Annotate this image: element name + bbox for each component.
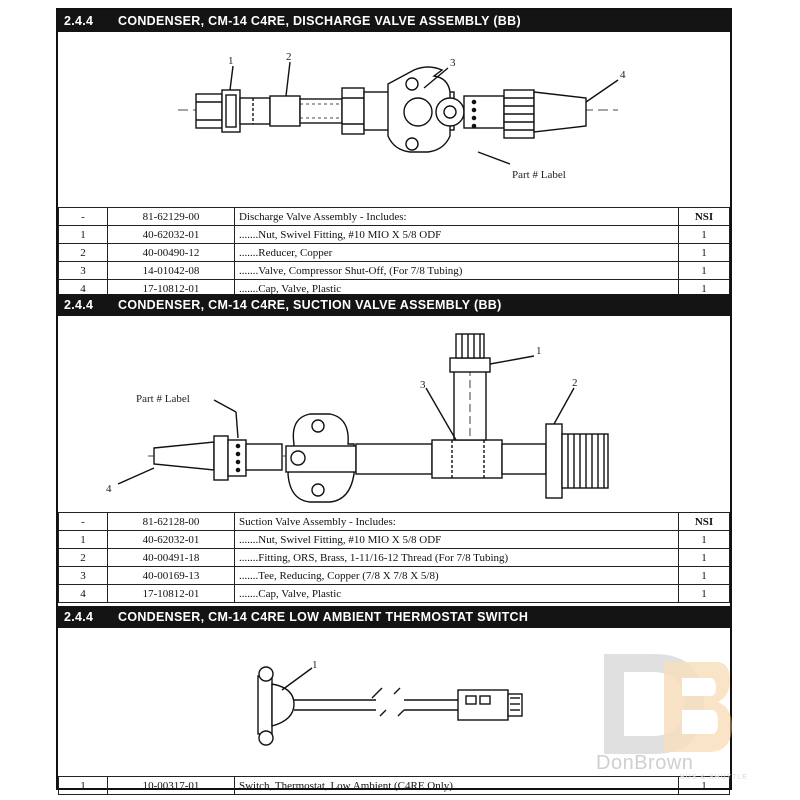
- quantity-cell: 1: [678, 548, 730, 567]
- item-number-cell: 4: [58, 584, 108, 603]
- callout-2: 2: [286, 51, 292, 63]
- section-title: CONDENSER, CM-14 C4RE, DISCHARGE VALVE A…: [118, 14, 521, 28]
- part-label-callout: Part # Label: [136, 393, 190, 405]
- item-number-cell: -: [58, 512, 108, 531]
- part-number-cell: 81-62129-00: [107, 207, 235, 226]
- quantity-cell: 1: [678, 243, 730, 262]
- section-number: 2.4.4: [64, 298, 94, 312]
- watermark-sub-text: BUS & SHUTTLE: [680, 774, 748, 781]
- section-header-thermostat: 2.4.4 CONDENSER, CM-14 C4RE LOW AMBIENT …: [58, 606, 730, 628]
- description-cell: .......Fitting, ORS, Brass, 1-11/16-12 T…: [234, 548, 679, 567]
- quantity-cell: 1: [678, 584, 730, 603]
- quantity-cell: NSI: [678, 512, 730, 531]
- description-cell: .......Nut, Swivel Fitting, #10 MIO X 5/…: [234, 530, 679, 549]
- suction-valve-diagram: 1 2 3 4 Part # Label: [58, 316, 730, 512]
- item-number-cell: -: [58, 207, 108, 226]
- thermostat-switch-diagram: 1: [58, 628, 730, 776]
- section-number: 2.4.4: [64, 14, 94, 28]
- callout-3: 3: [420, 379, 426, 391]
- quantity-cell: 1: [678, 261, 730, 280]
- part-number-cell: 40-00169-13: [107, 566, 235, 585]
- section-header-suction: 2.4.4 CONDENSER, CM-14 C4RE, SUCTION VAL…: [58, 294, 730, 316]
- callout-4: 4: [106, 483, 112, 495]
- description-cell: Discharge Valve Assembly - Includes:: [234, 207, 679, 226]
- part-number-cell: 40-62032-01: [107, 530, 235, 549]
- suction-valve-drawing: 1 2 3 4 Part # Label: [106, 333, 613, 503]
- item-number-cell: 3: [58, 261, 108, 280]
- discharge-valve-drawing: 1 2 3 4 Part # Label: [178, 51, 626, 181]
- item-number-cell: 3: [58, 566, 108, 585]
- section-title: CONDENSER, CM-14 C4RE, SUCTION VALVE ASS…: [118, 298, 502, 312]
- callout-1: 1: [536, 345, 542, 357]
- parts-catalog-page: 2.4.4 CONDENSER, CM-14 C4RE, DISCHARGE V…: [56, 8, 732, 795]
- item-number-cell: 1: [58, 530, 108, 549]
- part-number-cell: 81-62128-00: [107, 512, 235, 531]
- item-number-cell: 1: [58, 776, 108, 795]
- item-number-cell: 1: [58, 225, 108, 244]
- item-number-cell: 2: [58, 548, 108, 567]
- section-title: CONDENSER, CM-14 C4RE LOW AMBIENT THERMO…: [118, 610, 529, 624]
- part-number-cell: 17-10812-01: [107, 584, 235, 603]
- part-number-cell: 40-00491-18: [107, 548, 235, 567]
- description-cell: .......Cap, Valve, Plastic: [234, 584, 679, 603]
- watermark-brand-text: DonBrown: [596, 752, 694, 774]
- part-number-cell: 14-01042-08: [107, 261, 235, 280]
- callout-4: 4: [620, 69, 626, 81]
- description-cell: Suction Valve Assembly - Includes:: [234, 512, 679, 531]
- callout-1: 1: [228, 55, 234, 67]
- description-cell: .......Reducer, Copper: [234, 243, 679, 262]
- donbrown-watermark-logo: [594, 644, 734, 784]
- item-number-cell: 2: [58, 243, 108, 262]
- discharge-valve-diagram: 1 2 3 4 Part # Label: [58, 32, 730, 207]
- quantity-cell: 1: [678, 530, 730, 549]
- quantity-cell: 1: [678, 776, 730, 795]
- description-cell: Switch, Thermostat, Low Ambient (C4RE On…: [234, 776, 679, 795]
- callout-3: 3: [450, 57, 456, 69]
- description-cell: .......Valve, Compressor Shut-Off, (For …: [234, 261, 679, 280]
- thermostat-switch-drawing: 1: [257, 659, 523, 746]
- section-number: 2.4.4: [64, 610, 94, 624]
- part-number-cell: 40-62032-01: [107, 225, 235, 244]
- callout-2: 2: [572, 377, 578, 389]
- quantity-cell: 1: [678, 566, 730, 585]
- description-cell: .......Nut, Swivel Fitting, #10 MIO X 5/…: [234, 225, 679, 244]
- callout-1: 1: [312, 659, 318, 671]
- part-number-cell: 40-00490-12: [107, 243, 235, 262]
- quantity-cell: 1: [678, 225, 730, 244]
- part-number-cell: 10-00317-01: [107, 776, 235, 795]
- quantity-cell: NSI: [678, 207, 730, 226]
- part-label-callout: Part # Label: [512, 169, 566, 181]
- description-cell: .......Tee, Reducing, Copper (7/8 X 7/8 …: [234, 566, 679, 585]
- section-header-discharge: 2.4.4 CONDENSER, CM-14 C4RE, DISCHARGE V…: [58, 10, 730, 32]
